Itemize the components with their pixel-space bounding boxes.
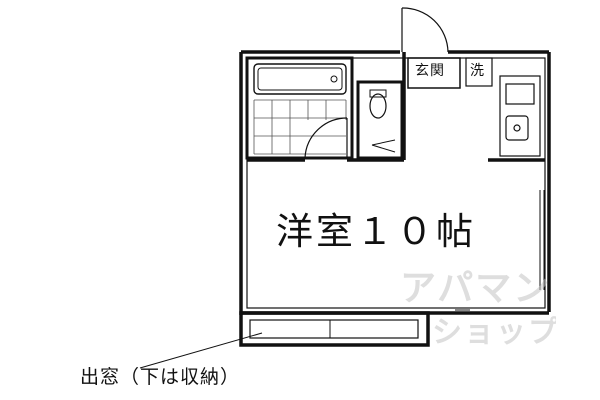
entrance-area — [401, 7, 461, 89]
inner-outline — [246, 57, 546, 309]
bay-window-note: 出窓（下は収納） — [80, 366, 241, 388]
washer-spot — [465, 57, 493, 87]
bay-window — [239, 309, 470, 347]
right-window — [539, 190, 545, 290]
toilet — [369, 93, 387, 119]
watermark-line1: アパマン — [400, 268, 551, 309]
watermark-line2: ショップ — [432, 315, 556, 350]
room-main-label: 洋室１０帖 — [276, 210, 476, 253]
tile-grid — [253, 99, 347, 155]
toilet-room — [356, 80, 404, 160]
kitchen — [499, 75, 541, 157]
partition-wall — [247, 52, 545, 162]
bathtub — [253, 63, 347, 95]
bay-window-leader — [139, 332, 263, 369]
sink — [505, 115, 529, 141]
bathroom — [245, 56, 354, 160]
entrance-label: 玄関 — [415, 63, 445, 79]
washer-label: 洗 — [470, 63, 484, 79]
apaman-shop-watermark: アパマン ショップ — [400, 268, 556, 350]
